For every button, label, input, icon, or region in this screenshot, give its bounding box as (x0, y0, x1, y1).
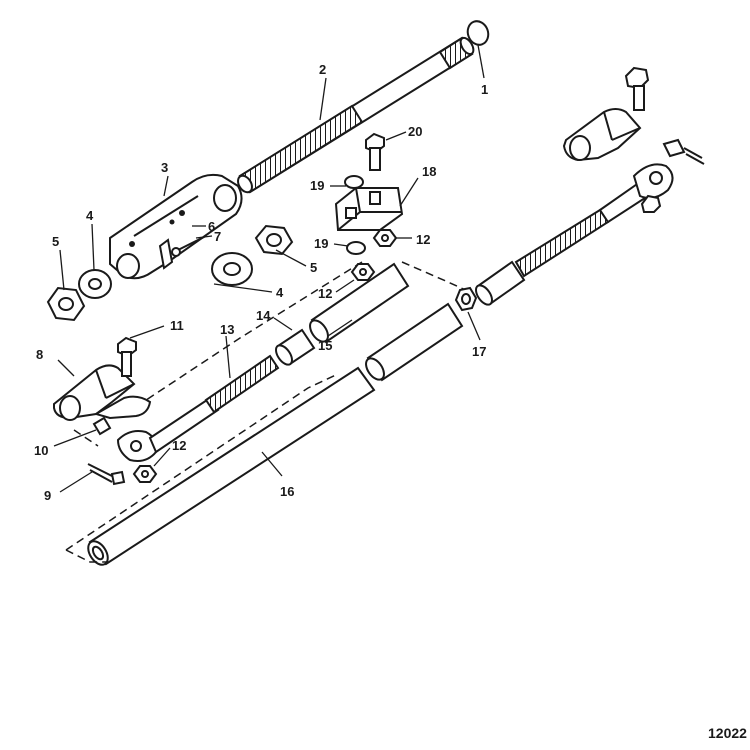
part-13-tie-rod (116, 354, 280, 462)
part-3-bracket (109, 173, 243, 280)
callout-15: 15 (318, 338, 332, 353)
callout-9: 9 (44, 488, 51, 503)
callout-5-right: 5 (310, 260, 317, 275)
part-19-washer-top (344, 175, 364, 189)
part-2-threaded-tube (237, 36, 475, 194)
part-15-sleeve-lower (365, 302, 464, 382)
right-tie-rod (475, 163, 674, 306)
callout-18: 18 (422, 164, 436, 179)
callout-2: 2 (319, 62, 326, 77)
callout-8: 8 (36, 347, 43, 362)
leader-lines (53, 44, 485, 493)
part-15-sleeve-upper (309, 262, 410, 344)
part-1-o-ring (466, 20, 490, 46)
callout-10: 10 (34, 443, 48, 458)
callout-13: 13 (220, 322, 234, 337)
callout-7: 7 (214, 229, 221, 244)
figure-id: 12022 (708, 725, 747, 741)
part-9-screw (87, 463, 126, 486)
callout-3: 3 (161, 160, 168, 175)
callout-14: 14 (256, 308, 271, 323)
right-bracket (562, 66, 705, 213)
part-11-bolt (117, 336, 137, 377)
part-7-screw (171, 235, 207, 257)
part-12-nut-lower (132, 465, 158, 483)
callout-1: 1 (481, 82, 488, 97)
part-5-nut-right (254, 224, 294, 256)
part-4-washer-left-hole (88, 278, 102, 290)
part-10-clip (92, 416, 112, 436)
callout-6: 6 (208, 219, 215, 234)
callout-12-upper: 12 (416, 232, 430, 247)
part-19-washer-bottom (346, 241, 366, 255)
callout-19-bottom: 19 (314, 236, 328, 251)
callout-11: 11 (170, 318, 184, 333)
part-18-clamp-block (334, 187, 404, 231)
callout-16: 16 (280, 484, 294, 499)
callout-4-left: 4 (86, 208, 94, 223)
callout-17: 17 (472, 344, 486, 359)
part-12-nut-middle (350, 263, 376, 281)
part-20-bolt (365, 132, 385, 171)
part-17-nut (454, 286, 478, 312)
part-8-left-bracket (53, 364, 152, 421)
callout-12-middle: 12 (318, 286, 332, 301)
callout-12-lower: 12 (172, 438, 186, 453)
part-14-spacer (275, 328, 316, 366)
part-16-long-tube (87, 366, 376, 566)
callout-4-right: 4 (276, 285, 284, 300)
callout-20: 20 (408, 124, 422, 139)
part-5-nut-left (46, 286, 86, 322)
part-4-washer-right-hole (223, 262, 241, 276)
callout-5-left: 5 (52, 234, 59, 249)
part-12-nut-upper (372, 229, 398, 247)
part-6-plate (158, 238, 174, 270)
callout-19-top: 19 (310, 178, 324, 193)
